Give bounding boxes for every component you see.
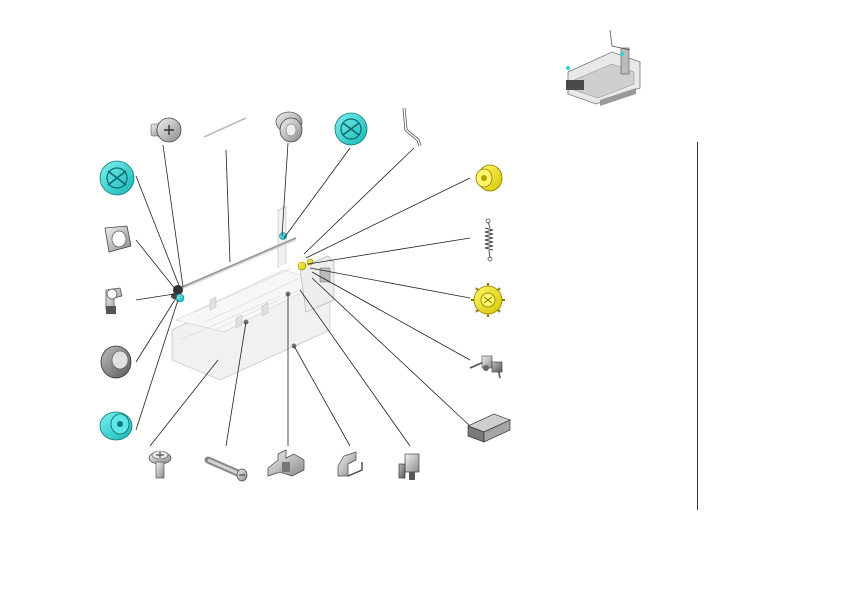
roller-icon bbox=[99, 160, 135, 196]
bushing-icon bbox=[275, 111, 303, 143]
bolt-icon bbox=[204, 456, 248, 482]
block-icon bbox=[467, 413, 511, 443]
rod-icon bbox=[203, 117, 247, 138]
lever-icon bbox=[469, 355, 503, 379]
roller-icon bbox=[99, 411, 133, 441]
shoulder-screw-icon bbox=[150, 117, 182, 143]
frame-assembly bbox=[171, 205, 335, 381]
wire-icon bbox=[402, 107, 422, 147]
gear-icon bbox=[471, 283, 505, 317]
assembly-thumbnail bbox=[566, 29, 641, 106]
cam-icon bbox=[104, 225, 132, 253]
bushing-icon bbox=[100, 345, 132, 379]
clip-icon bbox=[337, 451, 363, 477]
screw-icon bbox=[148, 450, 172, 479]
leader-lines bbox=[135, 142, 471, 447]
gear-icon bbox=[475, 164, 503, 192]
roller-icon bbox=[334, 112, 368, 146]
spring-icon bbox=[484, 218, 494, 262]
frame-divider-line bbox=[697, 142, 698, 510]
bracket-icon bbox=[267, 449, 305, 477]
clip-icon bbox=[105, 287, 123, 315]
clip-icon bbox=[398, 453, 420, 480]
